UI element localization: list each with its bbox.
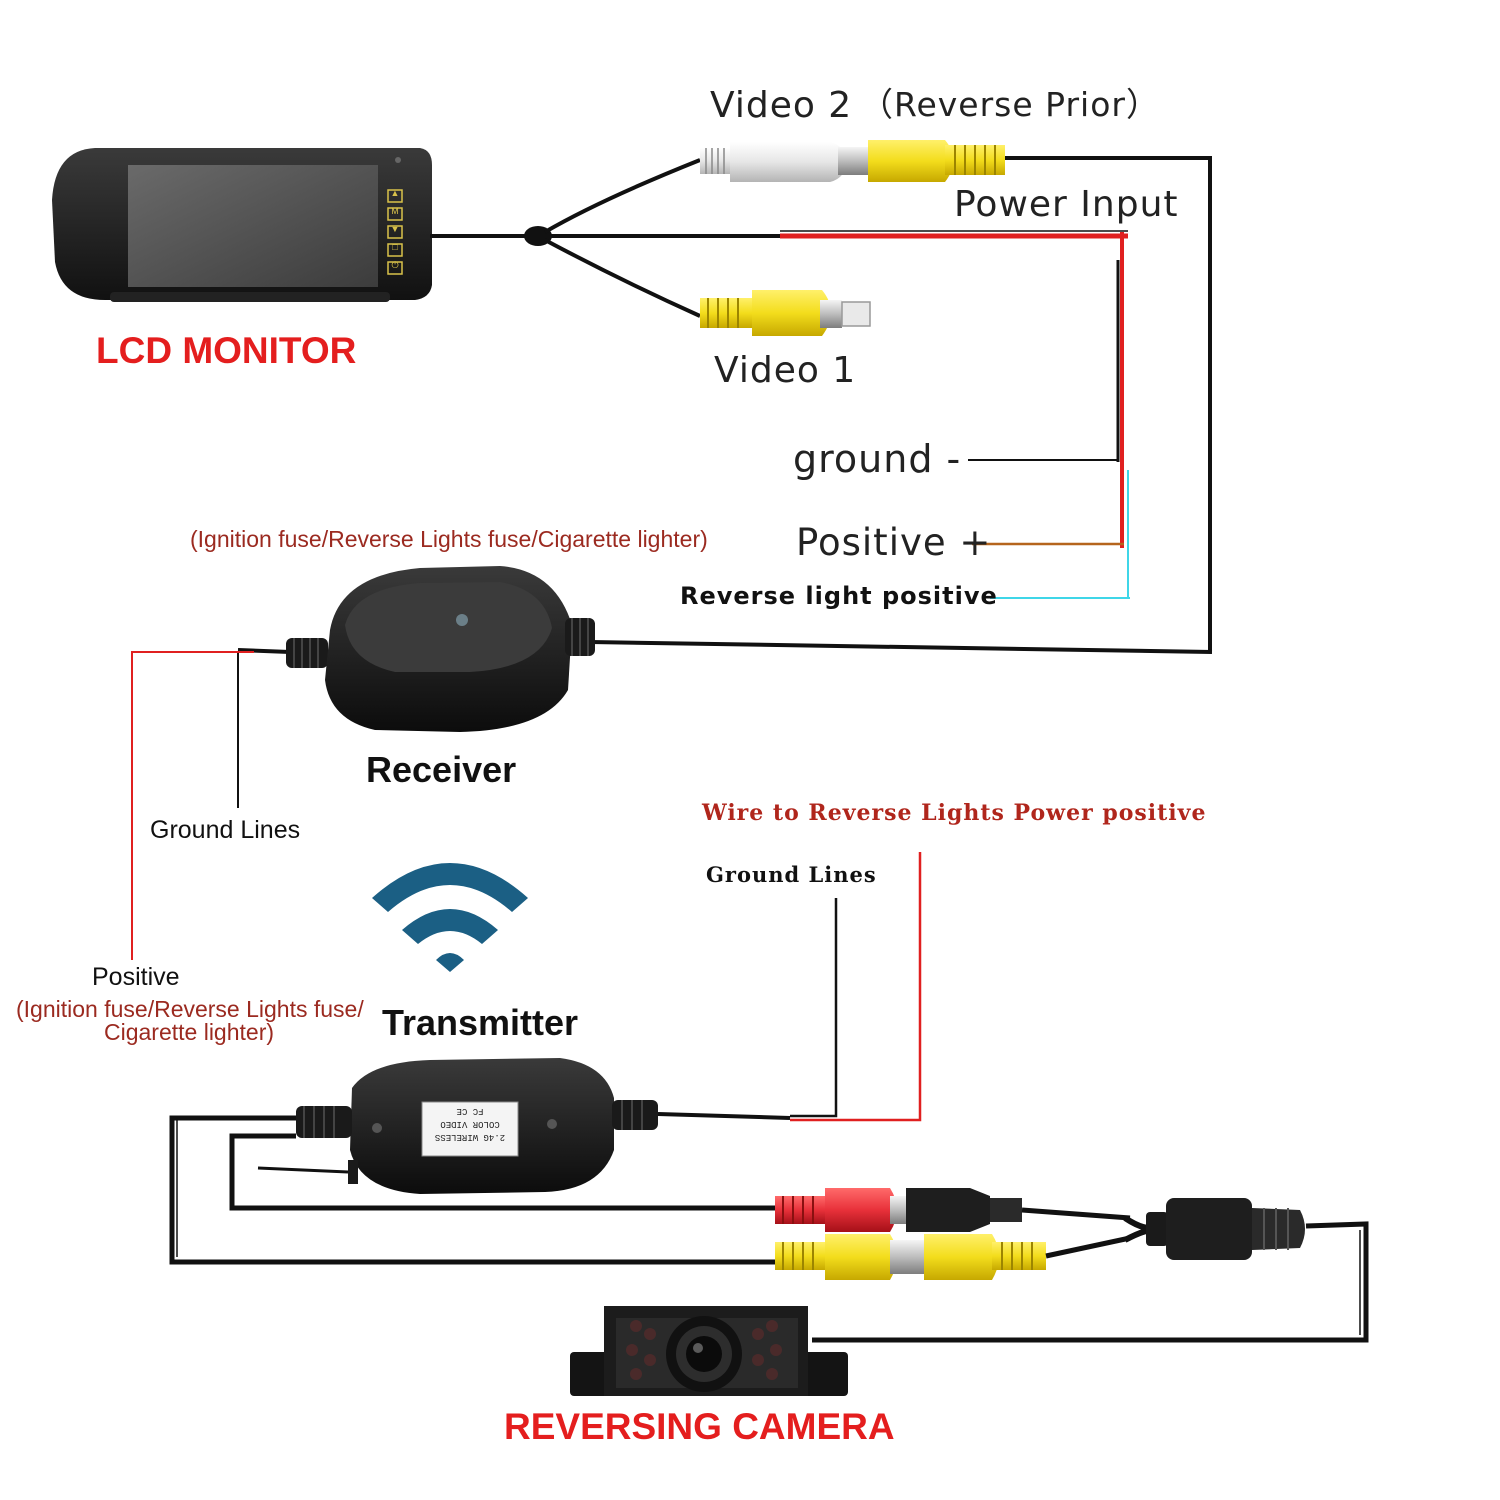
video1-label: Video 1	[714, 350, 857, 391]
positive-left-label: Positive	[92, 963, 180, 991]
reversing-camera	[570, 1306, 848, 1396]
monitor-buttons	[387, 189, 403, 275]
monitor-up-icon: ▲	[390, 188, 400, 198]
monitor-power-icon: ⏻	[391, 260, 399, 270]
video1-connector	[700, 290, 871, 336]
fuse-note-left-line2: Cigarette lighter)	[104, 1019, 275, 1045]
sticker-line2: COLOR VIDEO	[440, 1119, 500, 1129]
ground-lines-left-label: Ground Lines	[150, 816, 301, 844]
positive-label: Positive +	[796, 521, 992, 564]
power-input-label: Power Input	[954, 184, 1179, 225]
lcd-monitor	[52, 148, 432, 302]
ground-label: ground -	[793, 437, 962, 481]
monitor-down-icon: ▼	[390, 224, 400, 234]
power-connector	[775, 1188, 1131, 1232]
video2-connector	[700, 140, 1212, 182]
camera-video-connector	[775, 1234, 1131, 1280]
reverse-prior-label: （Reverse Prior）	[860, 85, 1160, 124]
wifi-signal-icon	[372, 863, 528, 972]
video2-label: Video 2	[710, 85, 853, 126]
wire-to-reverse-label: Wire to Reverse Lights Power positive	[702, 800, 1207, 826]
ground-lines-right-label: Ground Lines	[706, 862, 877, 887]
sticker-line1: 2.4G WIRELESS	[434, 1132, 506, 1142]
camera-cable-connector	[1146, 1198, 1305, 1260]
receiver-device	[237, 566, 595, 732]
transmitter-sticker: 2.4G WIRELESS COLOR VIDEO FC CE	[424, 1104, 516, 1143]
reverse-light-positive-label: Reverse light positive	[680, 582, 998, 610]
sticker-line3: FC CE	[456, 1106, 484, 1116]
fuse-note-label: (Ignition fuse/Reverse Lights fuse/Cigar…	[190, 526, 708, 552]
fuse-note-left-line1: (Ignition fuse/Reverse Lights fuse/	[16, 996, 364, 1022]
receiver-title: Receiver	[366, 749, 517, 790]
transmitter-title: Transmitter	[382, 1002, 579, 1043]
transmitter-device	[296, 1058, 658, 1194]
reversing-camera-title: REVERSING CAMERA	[504, 1406, 895, 1447]
monitor-menu-icon: M	[391, 206, 399, 216]
lcd-monitor-title: LCD MONITOR	[96, 330, 357, 371]
monitor-source-icon: □	[392, 242, 398, 252]
